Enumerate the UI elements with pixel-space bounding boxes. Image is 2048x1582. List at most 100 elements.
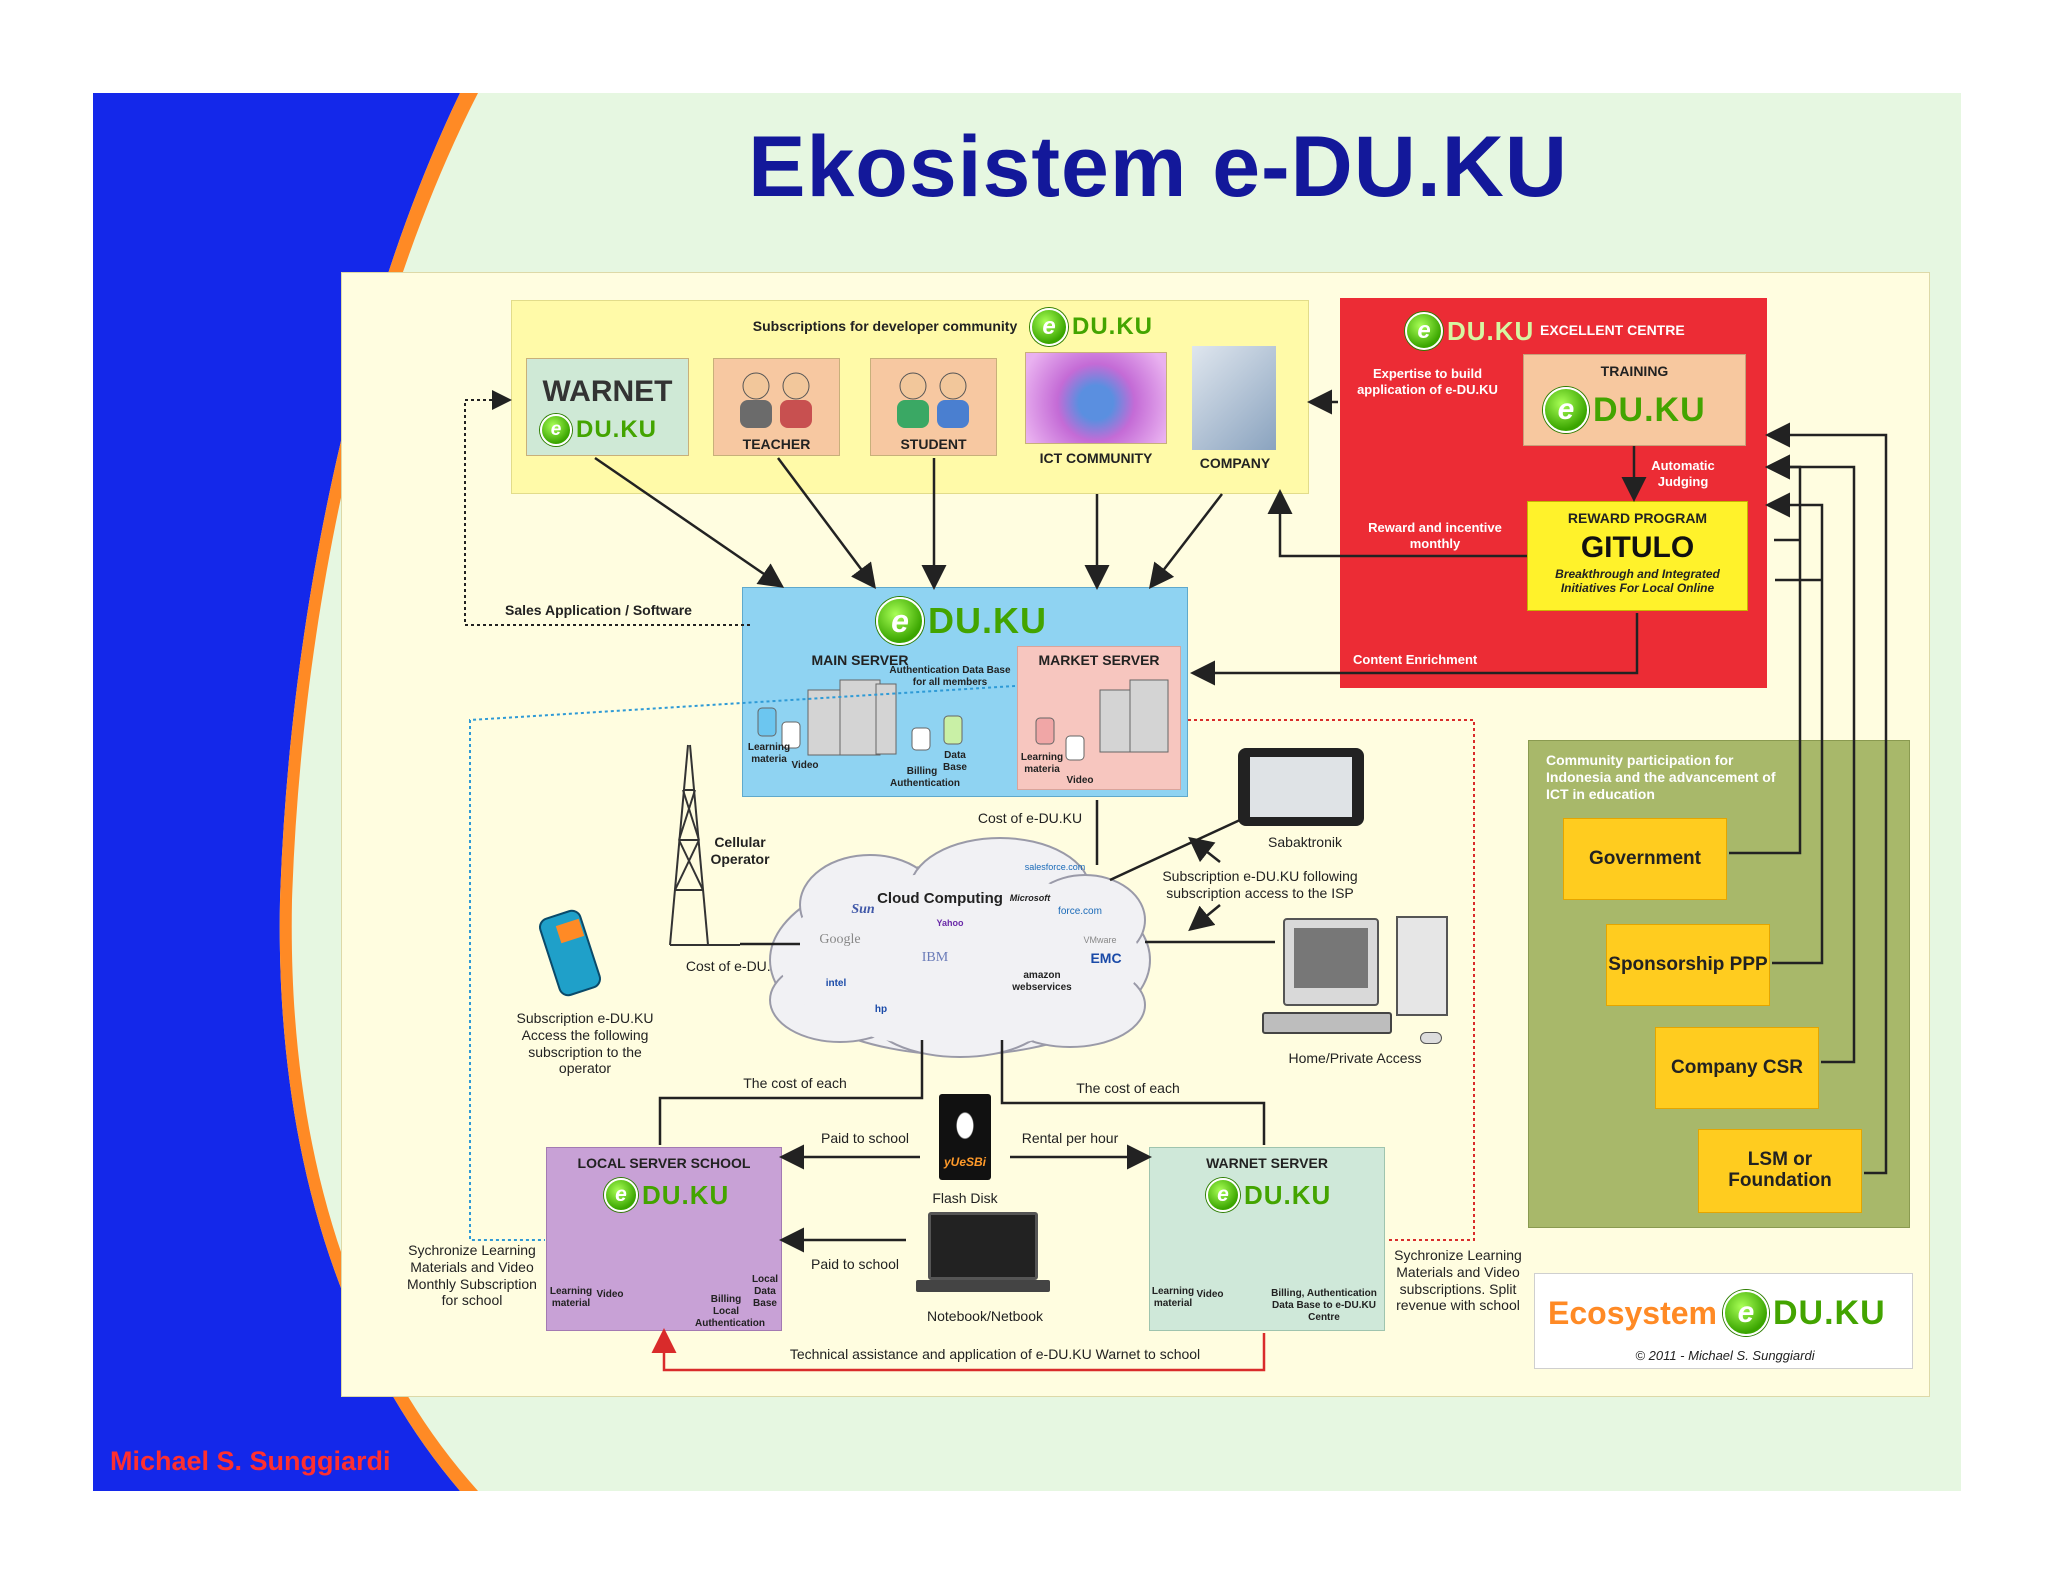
- content-enrichment-label: Content Enrichment: [1353, 652, 1478, 667]
- gitulo-label: GITULO: [1580, 531, 1695, 564]
- notebook-label: Notebook/Netbook: [927, 1308, 1043, 1324]
- warnet-learning-label: Learning material: [1151, 1286, 1195, 1309]
- market-video-label: Video: [1066, 775, 1094, 786]
- tower-icon: [1396, 916, 1448, 1016]
- teacher-card: [713, 358, 840, 456]
- training-label: TRAINING: [1600, 363, 1669, 379]
- cloud-brand-amazon: amazon webservices: [1012, 970, 1072, 993]
- local-server-box: [546, 1147, 782, 1331]
- cloud-brand-hp: hp: [874, 1004, 888, 1015]
- local-data-label: Data: [754, 1286, 776, 1297]
- excellent-centre-header: EXCELLENT CENTRE: [1540, 322, 1685, 338]
- notebook-base-icon: [916, 1280, 1050, 1292]
- logo-text: DU.KU: [576, 416, 657, 443]
- lsm-button: LSM or Foundation: [1698, 1129, 1862, 1213]
- market-server-title: MARKET SERVER: [1038, 652, 1160, 668]
- main-base-label: Base: [943, 762, 967, 773]
- duku-logo: e DU.KU: [1030, 308, 1153, 346]
- cloud-brand-emc: EMC: [1090, 950, 1122, 966]
- company-image: [1192, 346, 1276, 450]
- company-label: COMPANY: [1199, 455, 1271, 471]
- reward-incentive-label: Reward and incentive monthly: [1368, 520, 1502, 551]
- cloud-brand-google: Google: [819, 932, 861, 947]
- main-server-rack: [807, 679, 897, 756]
- main-data-label: Data: [944, 750, 966, 761]
- cloud-brand-salesforce: salesforce.com: [1024, 862, 1086, 872]
- expertise-label: Expertise to build application of e-DU.K…: [1357, 366, 1498, 397]
- automatic-judging-label: Automatic Judging: [1651, 458, 1715, 489]
- sales-label: Sales Application / Software: [505, 602, 692, 618]
- ict-community-image: [1025, 352, 1167, 444]
- e-icon: e: [1722, 1290, 1769, 1336]
- student-icon: [883, 368, 983, 430]
- duku-logo: e DU.KU: [1206, 1178, 1331, 1212]
- tablet-screen: [1250, 757, 1352, 817]
- local-base-label: Base: [753, 1298, 777, 1309]
- cost-top-label: Cost of e-DU.KU: [977, 810, 1083, 826]
- e-icon: e: [1405, 312, 1443, 350]
- reward-program-title: REWARD PROGRAM: [1567, 510, 1708, 526]
- sabaktronik-label: Sabaktronik: [1268, 834, 1342, 850]
- local-local2-label: Local: [712, 1306, 740, 1317]
- warnet-label: WARNET: [542, 375, 673, 408]
- e-icon: e: [1206, 1178, 1240, 1212]
- cloud-brand-intel: intel: [825, 978, 847, 989]
- cost-each-left-label: The cost of each: [743, 1075, 847, 1091]
- sponsorship-button: Sponsorship PPP: [1606, 924, 1770, 1006]
- cloud-brand-vmware: VMware: [1083, 935, 1117, 945]
- developer-community-header: Subscriptions for developer community: [752, 318, 1018, 334]
- logo-text: DU.KU: [1072, 313, 1153, 340]
- reward-program-box: [1527, 501, 1748, 611]
- local-local1-label: Local: [751, 1274, 779, 1285]
- cellular-operator-label: Cellular Operator: [710, 834, 770, 867]
- sync-left-label: Sychronize Learning Materials and Video …: [407, 1242, 537, 1309]
- cloud-brand-microsoft: Microsoft: [1009, 893, 1051, 903]
- teacher-icon: [726, 368, 826, 430]
- market-server-rack: [1099, 679, 1169, 753]
- duku-logo: e DU.KU: [604, 1178, 729, 1212]
- student-card: [870, 358, 997, 456]
- mouse-icon: [1420, 1032, 1442, 1044]
- warnet-server-box: [1149, 1147, 1385, 1331]
- main-learning-label: Learning materia: [747, 742, 791, 765]
- e-icon: e: [1030, 308, 1068, 346]
- student-label: STUDENT: [900, 436, 967, 452]
- home-access-label: Home/Private Access: [1288, 1050, 1422, 1066]
- main-server-auth-label: Authentication Data Base for all members: [889, 665, 1011, 688]
- company-csr-button: Company CSR: [1655, 1027, 1819, 1109]
- sync-right-label: Sychronize Learning Materials and Video …: [1394, 1247, 1522, 1314]
- duku-logo: e DU.KU: [540, 414, 657, 446]
- monitor-screen: [1294, 928, 1368, 988]
- ecosystem-logo: Ecosystem e DU.KU: [1548, 1290, 1886, 1336]
- duku-logo: e DU.KU: [1405, 312, 1534, 350]
- teacher-label: TEACHER: [742, 436, 811, 452]
- cloud-brand-yahoo: Yahoo: [936, 918, 964, 928]
- duku-logo: e DU.KU: [1543, 387, 1706, 433]
- keyboard-icon: [1262, 1012, 1392, 1034]
- cloud-computing-label: Cloud Computing: [877, 890, 1003, 907]
- page-title: Ekosistem e-DU.KU: [748, 119, 1568, 215]
- logo-text: DU.KU: [1244, 1179, 1332, 1210]
- local-billing-label: Billing: [710, 1294, 742, 1305]
- local-server-title: LOCAL SERVER SCHOOL: [577, 1155, 751, 1171]
- cost-each-right-label: The cost of each: [1076, 1080, 1180, 1096]
- duku-logo: e DU.KU: [876, 597, 1047, 645]
- main-video-label: Video: [791, 760, 819, 771]
- flash-disk-label: Flash Disk: [932, 1190, 998, 1206]
- subscription-isp-label: Subscription e-DU.KU following subscript…: [1162, 868, 1358, 901]
- cloud-brand-force: force.com: [1058, 906, 1102, 917]
- main-authentication-label: Authentication: [890, 778, 960, 789]
- paid-school-top-label: Paid to school: [821, 1130, 909, 1146]
- government-button: Government: [1563, 818, 1727, 900]
- paid-school-bottom-label: Paid to school: [811, 1256, 899, 1272]
- author-name: Michael S. Sunggiardi: [110, 1446, 391, 1476]
- ict-community-label: ICT COMMUNITY: [1039, 450, 1153, 466]
- technical-assistance-label: Technical assistance and application of …: [789, 1346, 1201, 1362]
- yuesbi-label: yUeSBi: [943, 1155, 987, 1169]
- e-icon: e: [604, 1178, 638, 1212]
- penguin-icon: [951, 1104, 979, 1140]
- gitulo-subtitle: Breakthrough and Integrated Initiatives …: [1555, 567, 1720, 596]
